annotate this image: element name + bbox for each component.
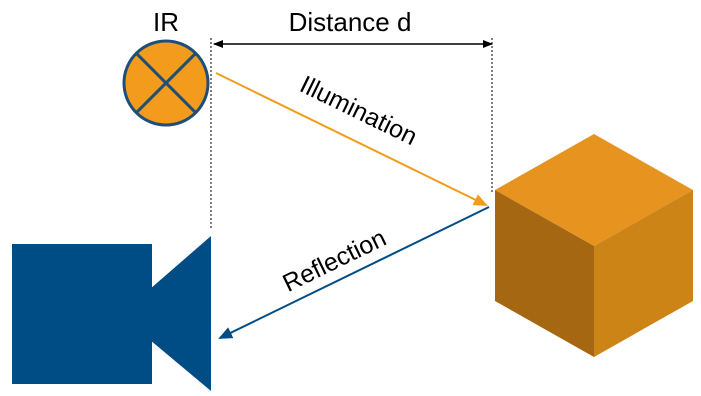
cube-icon — [495, 134, 693, 357]
ir-label: IR — [153, 7, 179, 37]
illumination-ray — [215, 72, 488, 206]
camera-icon — [12, 236, 211, 391]
reflection-ray — [218, 206, 490, 339]
distance-label: Distance d — [289, 7, 412, 37]
reflection-label: Reflection — [278, 224, 390, 298]
ir-emitter-icon — [122, 39, 210, 127]
illumination-label: Illumination — [296, 71, 422, 152]
